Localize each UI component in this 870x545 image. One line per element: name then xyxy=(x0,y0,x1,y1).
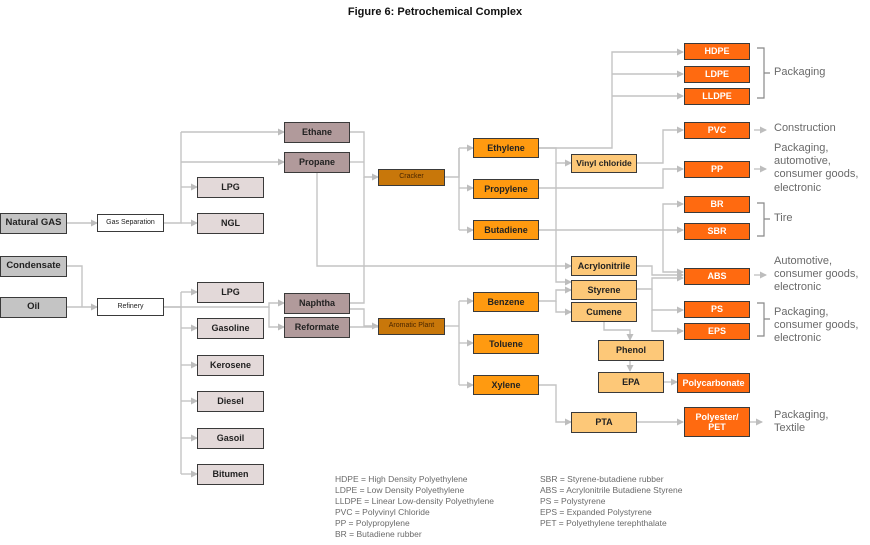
node-pp: PP xyxy=(684,161,750,178)
node-oil: Oil xyxy=(0,297,67,318)
node-cracker: Cracker xyxy=(378,169,445,186)
line-vinyl-pvc xyxy=(637,126,684,164)
legend-item: ABS = Acrylonitrile Butadiene Styrene xyxy=(540,485,683,495)
node-acrylonitrile: Acrylonitrile xyxy=(571,256,637,276)
node-propylene: Propylene xyxy=(473,179,539,199)
node-lpg-gas: LPG xyxy=(197,177,264,198)
node-condensate: Condensate xyxy=(0,256,67,277)
node-toluene: Toluene xyxy=(473,334,539,354)
line-benzene-cumene xyxy=(555,301,572,316)
legend-item: LLDPE = Linear Low-density Polyethylene xyxy=(335,496,494,506)
node-hdpe: HDPE xyxy=(684,43,750,60)
line-ethylene-vinyl xyxy=(539,147,572,167)
node-xylene: Xylene xyxy=(473,375,539,395)
legend-item: HDPE = High Density Polyethylene xyxy=(335,474,468,484)
enduse-abs: Automotive, consumer goods, electronic xyxy=(774,255,859,294)
bracket-tire xyxy=(757,202,770,237)
node-eps: EPS xyxy=(684,323,750,340)
line-naphtha-cracker xyxy=(350,177,365,304)
legend-left: HDPE = High Density Polyethylene LDPE = … xyxy=(335,474,494,540)
legend-item: PP = Polypropylene xyxy=(335,518,410,528)
line-cumene-phenol xyxy=(603,322,634,341)
node-gasoil: Gasoil xyxy=(197,428,264,449)
node-gas-separation: Gas Separation xyxy=(97,214,164,232)
node-epa: EPA xyxy=(598,372,664,393)
figure-title: Figure 6: Petrochemical Complex xyxy=(347,6,523,18)
node-polycarbonate: Polycarbonate xyxy=(677,373,750,393)
node-ethylene: Ethylene xyxy=(473,138,539,158)
node-butadiene: Butadiene xyxy=(473,220,539,240)
line-styrene-abs xyxy=(637,274,684,290)
node-aromatic-plant: Aromatic Plant xyxy=(378,318,445,335)
node-natural-gas: Natural GAS xyxy=(0,213,67,234)
node-ldpe: LDPE xyxy=(684,66,750,83)
line-naphtha-aromatic xyxy=(350,308,379,330)
node-abs: ABS xyxy=(684,268,750,285)
legend-item: BR = Butadiene rubber xyxy=(335,529,422,539)
enduse-construction: Construction xyxy=(774,122,836,134)
node-propane: Propane xyxy=(284,152,350,173)
node-refinery: Refinery xyxy=(97,298,164,316)
legend-item: SBR = Styrene-butadiene rubber xyxy=(540,474,664,484)
node-lpg-refinery: LPG xyxy=(197,282,264,303)
bracket-ps xyxy=(757,302,770,337)
node-styrene: Styrene xyxy=(571,280,637,300)
node-ngl: NGL xyxy=(197,213,264,234)
line-gassep-trunk xyxy=(164,132,182,224)
line-styrene-ps xyxy=(651,289,684,314)
node-diesel: Diesel xyxy=(197,391,264,412)
legend-item: PET = Polyethylene terephthalate xyxy=(540,518,667,528)
line-butadiene-br xyxy=(662,200,684,230)
node-pvc: PVC xyxy=(684,122,750,139)
enduse-ps: Packaging, consumer goods, electronic xyxy=(774,306,859,345)
node-sbr: SBR xyxy=(684,223,750,240)
enduse-tire: Tire xyxy=(774,212,793,224)
enduse-pp: Packaging, automotive, consumer goods, e… xyxy=(774,142,859,194)
node-pta: PTA xyxy=(571,412,637,433)
line-refinery-to-reformate xyxy=(268,307,285,331)
line-xylene-pta xyxy=(539,384,572,426)
line-ethylene-pe xyxy=(539,48,684,149)
line-benzene-styrene xyxy=(539,286,572,302)
node-gasoline: Gasoline xyxy=(197,318,264,339)
legend-item: PVC = Polyvinyl Chloride xyxy=(335,507,430,517)
legend-item: PS = Polystyrene xyxy=(540,496,606,506)
line-refinery-to-feed xyxy=(164,299,285,308)
legend-right: SBR = Styrene-butadiene rubber ABS = Acr… xyxy=(540,474,682,529)
line-styrene-eps xyxy=(651,310,684,335)
line-propane-acrylonitrile xyxy=(316,172,572,270)
node-cumene: Cumene xyxy=(571,302,637,322)
line-cracker-trunk xyxy=(445,148,460,178)
legend-item: EPS = Expanded Polystyrene xyxy=(540,507,652,517)
enduse-pet: Packaging, Textile xyxy=(774,409,829,435)
node-benzene: Benzene xyxy=(473,292,539,312)
node-phenol: Phenol xyxy=(598,340,664,361)
enduse-packaging-pe: Packaging xyxy=(774,66,826,78)
node-lldpe: LLDPE xyxy=(684,88,750,105)
node-vinyl-chloride: Vinyl chloride xyxy=(571,154,637,173)
legend-item: LDPE = Low Density Polyethylene xyxy=(335,485,465,495)
node-reformate: Reformate xyxy=(284,317,350,338)
node-kerosene: Kerosene xyxy=(197,355,264,376)
line-butadiene-abs xyxy=(662,230,684,276)
node-ethane: Ethane xyxy=(284,122,350,143)
node-ps: PS xyxy=(684,301,750,318)
line-acrylonitrile-abs xyxy=(637,265,684,279)
line-ethane-cracker xyxy=(350,131,379,181)
node-polyester-pet: Polyester/ PET xyxy=(684,407,750,437)
line-ethylene-styrene xyxy=(555,163,572,286)
line-propylene-pp xyxy=(539,165,684,189)
node-bitumen: Bitumen xyxy=(197,464,264,485)
node-br: BR xyxy=(684,196,750,213)
bracket-packaging-pe xyxy=(757,47,770,99)
line-condensate xyxy=(67,265,83,307)
node-naphtha: Naphtha xyxy=(284,293,350,314)
